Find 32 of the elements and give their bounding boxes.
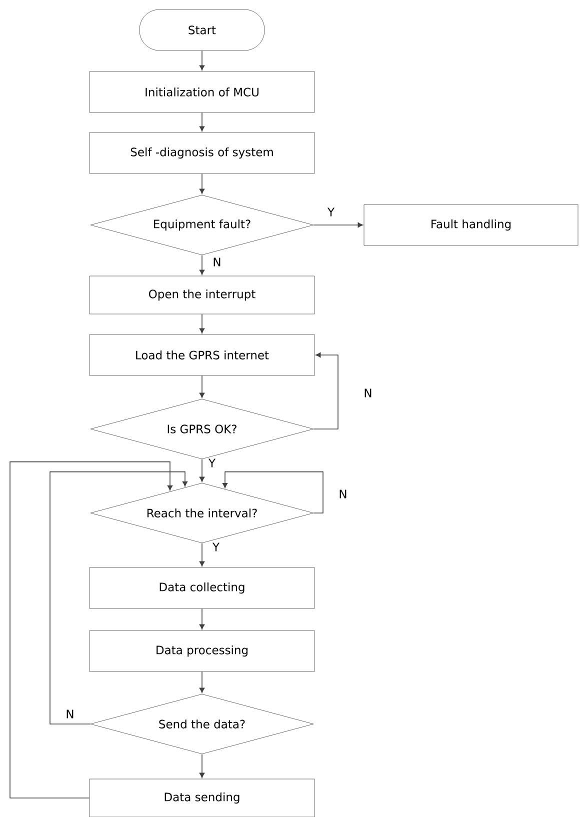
arrow — [199, 608, 205, 630]
edge-label: Y — [326, 206, 336, 218]
arrow — [199, 375, 205, 398]
process-box: Load the GPRS internet — [89, 334, 315, 376]
arrow — [313, 352, 338, 430]
arrow — [313, 222, 363, 228]
arrow — [50, 471, 188, 724]
arrow — [199, 458, 205, 482]
process-box: Fault handling — [364, 204, 578, 246]
arrow — [199, 50, 205, 70]
edge-label: N — [362, 388, 374, 398]
process-box: Data collecting — [89, 567, 315, 609]
arrow — [222, 471, 324, 514]
edge-label: N — [338, 488, 348, 500]
process-box: Self -diagnosis of system — [89, 132, 315, 174]
arrow — [199, 112, 205, 132]
process-box: Data sending — [89, 778, 315, 817]
arrow — [199, 542, 205, 566]
arrow — [199, 671, 205, 693]
edge-label: N — [212, 256, 222, 268]
process-box: Data processing — [89, 630, 315, 672]
edge-label: Y — [208, 458, 217, 468]
edge-label: Y — [212, 542, 221, 552]
process-box: Open the interrupt — [89, 276, 315, 314]
edge-label: N — [64, 708, 76, 720]
arrow — [199, 314, 205, 334]
arrow — [10, 461, 173, 798]
arrow — [199, 173, 205, 194]
arrow — [199, 754, 205, 778]
arrow — [199, 254, 205, 275]
process-box: Initialization of MCU — [89, 71, 315, 113]
start-terminal: Start — [139, 9, 265, 51]
